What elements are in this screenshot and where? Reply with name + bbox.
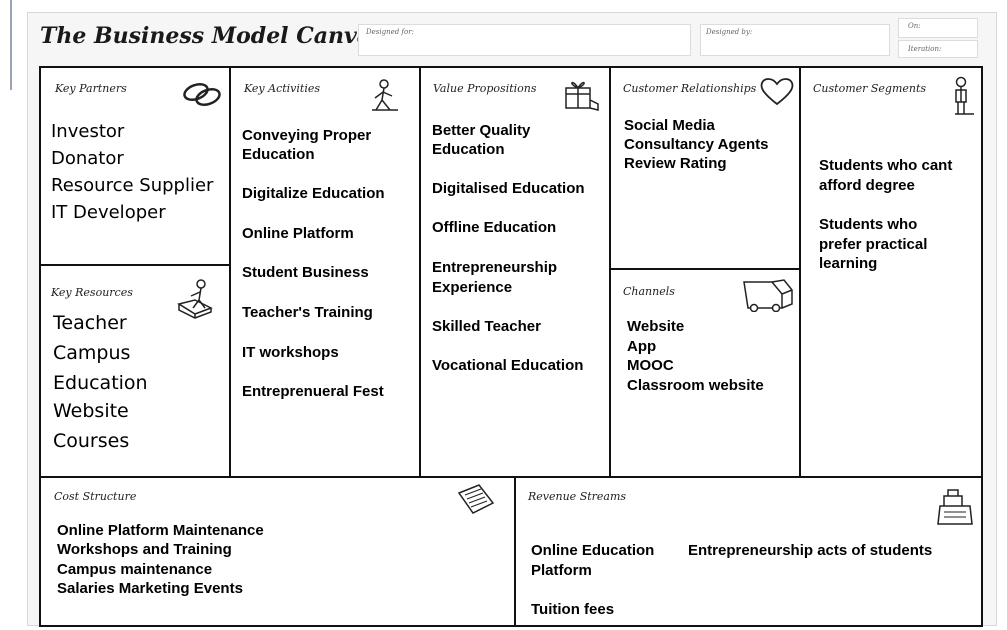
customer-segment-item: learning — [819, 255, 878, 272]
designed-by-field[interactable] — [700, 24, 890, 56]
channel-item: MOOC — [627, 357, 674, 374]
cash-register-icon — [937, 489, 973, 525]
date-label: On: — [908, 22, 921, 30]
value-proposition-item: Digitalised Education — [432, 180, 585, 197]
value-proposition-item: Education — [432, 141, 505, 158]
price-tag-icon — [457, 484, 495, 514]
key-partner-item: Donator — [51, 148, 124, 169]
value-proposition-item: Vocational Education — [432, 357, 584, 374]
person-icon — [955, 76, 974, 115]
revenue-streams-label: Revenue Streams — [528, 490, 627, 503]
key-activity-item: IT workshops — [242, 344, 339, 361]
key-resource-item: Education — [53, 372, 148, 394]
customer-segment-item: prefer practical — [819, 236, 928, 253]
customer-relationship-item: Review Rating — [624, 155, 727, 172]
key-resources-label: Key Resources — [51, 286, 133, 299]
customer-segment-item: Students who cant — [819, 157, 953, 174]
key-partner-item: Investor — [51, 121, 125, 142]
divider — [609, 67, 611, 478]
customer-relationships-label: Customer Relationships — [623, 82, 757, 95]
iteration-label: Iteration: — [908, 45, 942, 53]
value-proposition-item: Better Quality — [432, 122, 531, 139]
builder-icon — [177, 279, 213, 319]
cost-structure-label: Cost Structure — [54, 490, 137, 503]
divider — [40, 476, 982, 478]
key-activities-label: Key Activities — [244, 82, 321, 95]
key-activity-item: Entreprenueral Fest — [242, 383, 384, 400]
key-activity-item: Conveying Proper — [242, 127, 372, 144]
heart-icon — [760, 78, 794, 106]
key-activity-item: Online Platform — [242, 225, 354, 242]
channel-item: Classroom website — [627, 377, 764, 394]
revenue-item: Platform — [531, 562, 592, 579]
revenue-item: Online Education — [531, 542, 655, 559]
revenue-item: Entrepreneurship acts of students — [688, 542, 933, 559]
key-partners-label: Key Partners — [55, 82, 127, 95]
divider — [40, 264, 230, 266]
page-edge — [10, 0, 12, 90]
date-field[interactable] — [898, 18, 978, 38]
channels-label: Channels — [623, 285, 675, 298]
designed-by-label: Designed by: — [706, 28, 753, 36]
iteration-field[interactable] — [898, 40, 978, 58]
cost-item: Workshops and Training — [57, 541, 232, 558]
channel-item: Website — [627, 318, 685, 335]
key-resource-item: Campus — [53, 342, 131, 364]
key-activity-item: Education — [242, 146, 315, 163]
customer-relationship-item: Social Media — [624, 117, 715, 134]
gift-icon — [565, 81, 599, 111]
customer-segment-item: afford degree — [819, 177, 915, 194]
value-proposition-item: Offline Education — [432, 219, 557, 236]
key-activity-item: Student Business — [242, 264, 369, 281]
value-propositions-label: Value Propositions — [433, 82, 537, 95]
key-resource-item: Website — [53, 400, 129, 422]
channel-item: App — [627, 338, 657, 355]
key-activity-item: Digitalize Education — [242, 185, 385, 202]
page-title: The Business Model Canvas — [40, 23, 384, 49]
truck-icon — [743, 279, 793, 312]
revenue-item: Tuition fees — [531, 601, 615, 618]
divider — [610, 268, 800, 270]
value-proposition-item: Experience — [432, 279, 513, 296]
key-partner-item: Resource Supplier — [51, 175, 214, 196]
key-resource-item: Teacher — [53, 312, 127, 334]
designed-for-field[interactable] — [358, 24, 691, 56]
cost-item: Salaries Marketing Events — [57, 580, 243, 597]
canvas-grid — [39, 66, 983, 627]
customer-relationship-item: Consultancy Agents — [624, 136, 769, 153]
divider — [419, 67, 421, 478]
worker-icon — [372, 79, 398, 111]
divider — [229, 67, 231, 478]
value-proposition-item: Entrepreneurship — [432, 259, 558, 276]
cost-item: Campus maintenance — [57, 561, 213, 578]
divider — [799, 67, 801, 478]
key-activity-item: Teacher's Training — [242, 304, 373, 321]
designed-for-label: Designed for: — [366, 28, 414, 36]
chain-link-icon — [183, 82, 221, 107]
customer-segment-item: Students who — [819, 216, 918, 233]
value-proposition-item: Skilled Teacher — [432, 318, 541, 335]
cost-item: Online Platform Maintenance — [57, 522, 264, 539]
divider — [514, 477, 516, 626]
key-resource-item: Courses — [53, 430, 130, 452]
customer-segments-label: Customer Segments — [813, 82, 927, 95]
key-partner-item: IT Developer — [51, 202, 166, 223]
